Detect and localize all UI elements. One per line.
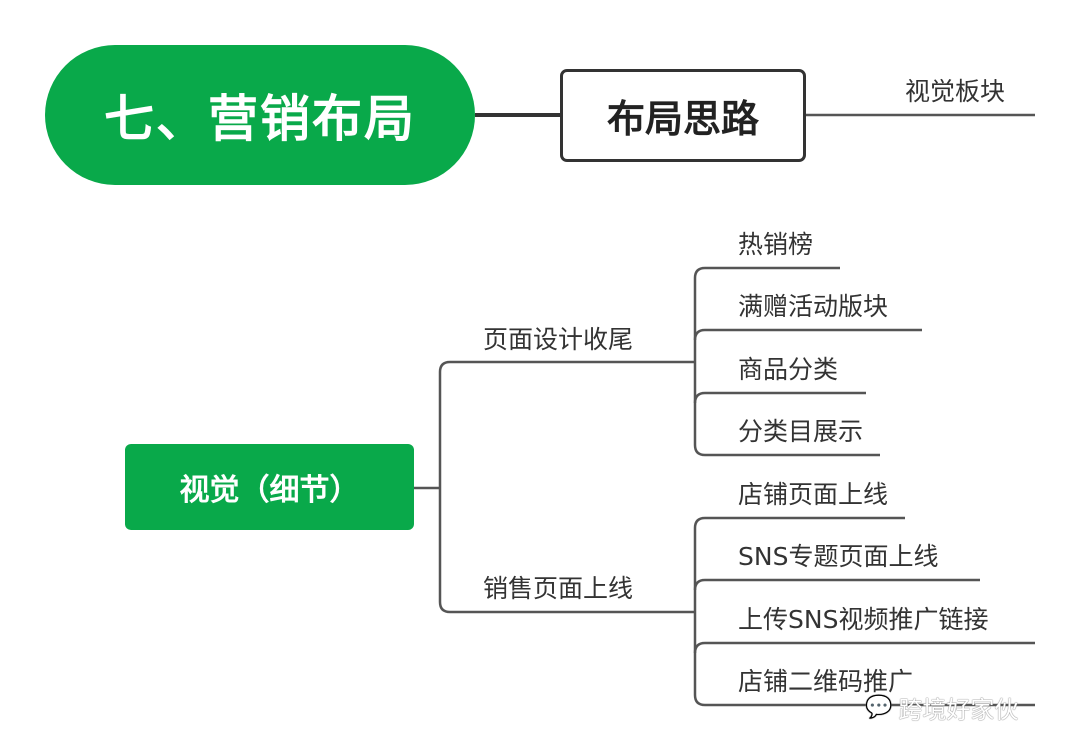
leaf-node[interactable]: SNS专题页面上线	[738, 542, 939, 571]
layout-idea-node[interactable]: 布局思路	[560, 69, 806, 162]
watermark: 💬 跨境好家伙	[865, 690, 1018, 725]
branch-page-design-finish[interactable]: 页面设计收尾	[483, 325, 634, 354]
root-node[interactable]: 七、营销布局	[45, 45, 475, 185]
leaf-node[interactable]: 热销榜	[738, 230, 814, 259]
wechat-icon: 💬	[865, 695, 893, 720]
leaf-node[interactable]: 店铺页面上线	[738, 480, 889, 509]
visual-block-node[interactable]: 视觉板块	[905, 77, 1006, 106]
leaf-node[interactable]: 分类目展示	[738, 417, 864, 446]
leaf-node[interactable]: 店铺二维码推广	[738, 667, 914, 696]
visual-detail-node[interactable]: 视觉（细节）	[125, 444, 414, 530]
watermark-text: 跨境好家伙	[898, 696, 1019, 724]
branch-sales-page-launch[interactable]: 销售页面上线	[483, 574, 634, 603]
leaf-node[interactable]: 上传SNS视频推广链接	[738, 605, 989, 634]
leaf-node[interactable]: 商品分类	[738, 355, 839, 384]
leaf-node[interactable]: 满赠活动版块	[738, 292, 889, 321]
